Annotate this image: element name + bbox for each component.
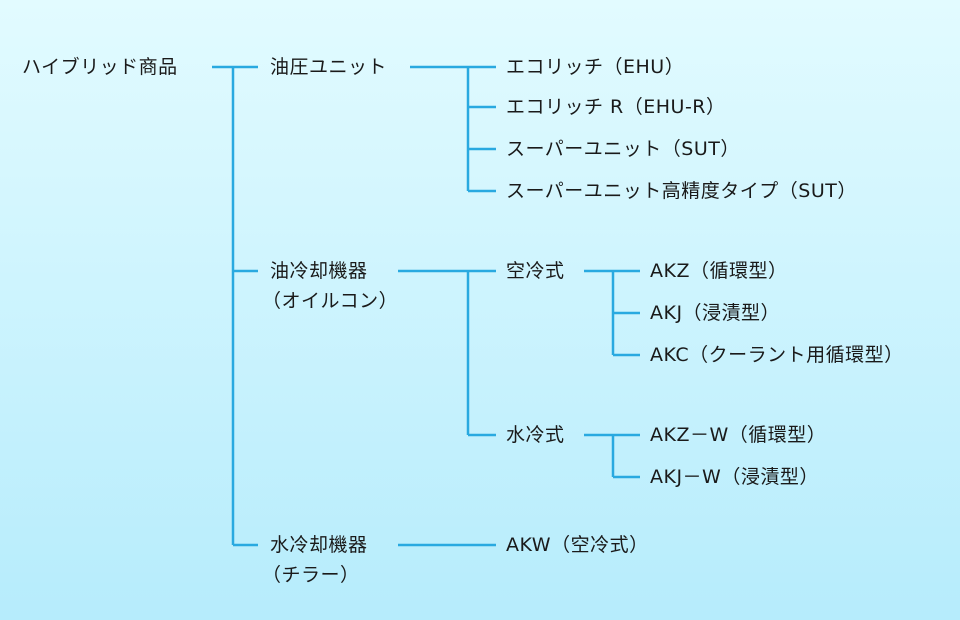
list-item: スーパーユニット高精度タイプ（SUT） [506,180,857,202]
list-item: エコリッチ R（EHU-R） [506,96,726,118]
list-item: スーパーユニット（SUT） [506,138,740,160]
root-label: ハイブリッド商品 [22,56,178,78]
list-item: エコリッチ（EHU） [506,56,685,78]
water-cooled-label: 水冷式 [506,424,565,446]
hydraulic-unit-label: 油圧ユニット [270,56,388,78]
list-item: AKZ（循環型） [650,260,788,282]
list-item: AKW（空冷式） [506,534,649,556]
oil-cooler-sublabel: （オイルコン） [262,290,399,312]
oil-cooler-label: 油冷却機器 [270,260,368,282]
list-item: AKC（クーラント用循環型） [650,344,904,366]
list-item: AKJ－W（浸漬型） [650,466,819,488]
air-cooled-label: 空冷式 [506,260,565,282]
water-cooler-sublabel: （チラー） [262,564,360,586]
list-item: AKZ－W（循環型） [650,424,827,446]
water-cooler-label: 水冷却機器 [270,534,368,556]
list-item: AKJ（浸漬型） [650,302,781,324]
